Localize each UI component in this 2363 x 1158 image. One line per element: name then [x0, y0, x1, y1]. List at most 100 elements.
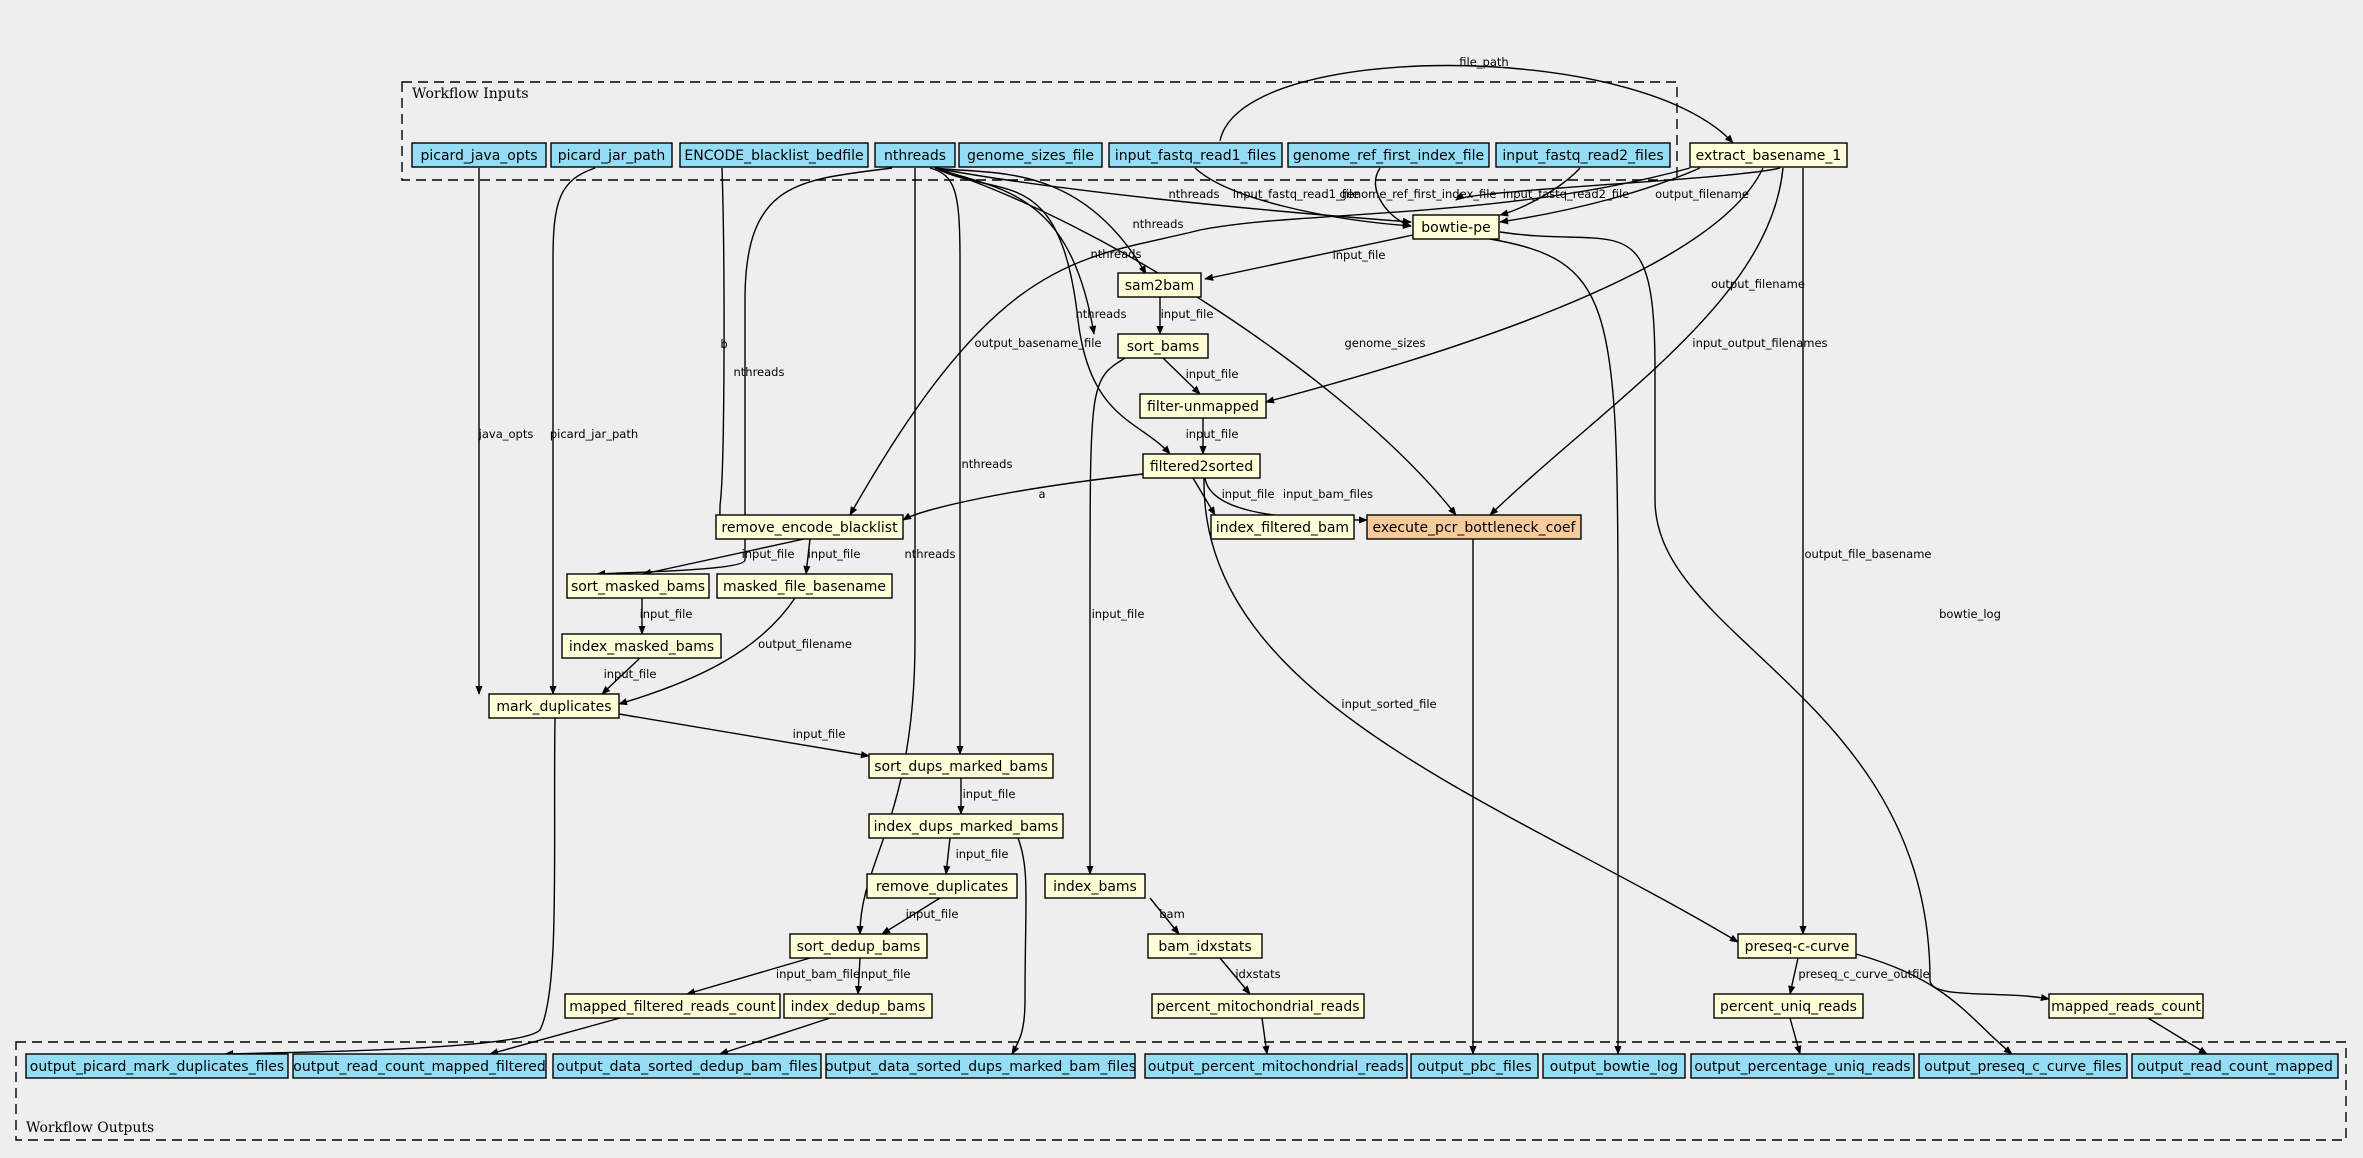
node-nthreads[interactable]: nthreads	[874, 142, 956, 168]
node-output-picard-mark-duplicates-files[interactable]: output_picard_mark_duplicates_files	[25, 1053, 289, 1079]
node-label-bam-idxstats: bam_idxstats	[1158, 939, 1251, 955]
node-output-data-sorted-dups-marked-bam-files[interactable]: output_data_sorted_dups_marked_bam_files	[825, 1053, 1136, 1079]
node-box-extract-basename-1[interactable]	[1689, 142, 1848, 168]
node-box-sort-dups-marked-bams[interactable]	[868, 753, 1054, 779]
node-percent-uniq-reads[interactable]: percent_uniq_reads	[1713, 993, 1864, 1019]
node-sort-dedup-bams[interactable]: sort_dedup_bams	[789, 933, 928, 959]
node-output-percentage-uniq-reads[interactable]: output_percentage_uniq_reads	[1690, 1053, 1915, 1079]
node-box-output-bowtie-log[interactable]	[1542, 1053, 1686, 1079]
node-box-output-pbc-files[interactable]	[1410, 1053, 1539, 1079]
node-box-percent-mitochondrial-reads[interactable]	[1151, 993, 1365, 1019]
edge-label-nthreads: nthreads	[1091, 247, 1142, 261]
node-sort-bams[interactable]: sort_bams	[1117, 333, 1209, 359]
node-box-remove-encode-blacklist[interactable]	[715, 514, 904, 540]
node-percent-mitochondrial-reads[interactable]: percent_mitochondrial_reads	[1151, 993, 1365, 1019]
node-sort-masked-bams[interactable]: sort_masked_bams	[566, 573, 710, 599]
node-box-output-preseq-c-curve-files[interactable]	[1918, 1053, 2128, 1079]
node-mapped-filtered-reads-count[interactable]: mapped_filtered_reads_count	[564, 993, 781, 1019]
node-bowtie-pe[interactable]: bowtie-pe	[1412, 214, 1500, 240]
node-label-masked-file-basename: masked_file_basename	[723, 579, 886, 595]
node-input-fastq-read2-files[interactable]: input_fastq_read2_files	[1495, 142, 1671, 168]
node-bam-idxstats[interactable]: bam_idxstats	[1147, 933, 1263, 959]
node-box-sort-dedup-bams[interactable]	[789, 933, 928, 959]
node-box-input-fastq-read1-files[interactable]	[1108, 142, 1283, 168]
node-box-percent-uniq-reads[interactable]	[1713, 993, 1864, 1019]
node-box-output-percent-mitochondrial-reads[interactable]	[1144, 1053, 1408, 1079]
node-extract-basename-1[interactable]: extract_basename_1	[1689, 142, 1848, 168]
node-masked-file-basename[interactable]: masked_file_basename	[716, 573, 893, 599]
node-box-bowtie-pe[interactable]	[1412, 214, 1500, 240]
node-sort-dups-marked-bams[interactable]: sort_dups_marked_bams	[868, 753, 1054, 779]
node-box-output-read-count-mapped-filtered[interactable]	[292, 1053, 547, 1079]
edge-label-input-file: input_file	[604, 667, 657, 681]
node-box-remove-duplicates[interactable]	[866, 873, 1018, 899]
node-output-pbc-files[interactable]: output_pbc_files	[1410, 1053, 1539, 1079]
node-box-output-percentage-uniq-reads[interactable]	[1690, 1053, 1915, 1079]
node-box-sam2bam[interactable]	[1117, 272, 1202, 298]
node-box-index-bams[interactable]	[1044, 873, 1146, 899]
node-box-index-dups-marked-bams[interactable]	[868, 813, 1064, 839]
node-sam2bam[interactable]: sam2bam	[1117, 272, 1202, 298]
edge-input-file	[601, 657, 641, 695]
node-box-output-read-count-mapped[interactable]	[2131, 1053, 2339, 1079]
edge-label-idxstats: idxstats	[1235, 967, 1280, 981]
node-box-output-data-sorted-dedup-bam-files[interactable]	[552, 1053, 822, 1079]
node-box-input-fastq-read2-files[interactable]	[1495, 142, 1671, 168]
edge-label-input-file: input_file	[1333, 248, 1386, 262]
node-output-data-sorted-dedup-bam-files[interactable]: output_data_sorted_dedup_bam_files	[552, 1053, 822, 1079]
node-box-index-filtered-bam[interactable]	[1210, 514, 1355, 540]
node-box-mark-duplicates[interactable]	[488, 693, 620, 719]
node-remove-duplicates[interactable]: remove_duplicates	[866, 873, 1018, 899]
node-box-mapped-reads-count[interactable]	[2048, 993, 2204, 1019]
node-box-masked-file-basename[interactable]	[716, 573, 893, 599]
node-box-output-picard-mark-duplicates-files[interactable]	[25, 1053, 289, 1079]
node-label-output-picard-mark-duplicates-files: output_picard_mark_duplicates_files	[30, 1059, 284, 1075]
node-index-dups-marked-bams[interactable]: index_dups_marked_bams	[868, 813, 1064, 839]
node-box-filter-unmapped[interactable]	[1139, 393, 1267, 419]
edge-label-nthreads: nthreads	[905, 547, 956, 561]
node-box-picard-java-opts[interactable]	[411, 142, 547, 168]
node-output-preseq-c-curve-files[interactable]: output_preseq_c_curve_files	[1918, 1053, 2128, 1079]
node-output-bowtie-log[interactable]: output_bowtie_log	[1542, 1053, 1686, 1079]
edge-20	[1489, 238, 1622, 1055]
node-label-picard-jar-path: picard_jar_path	[558, 148, 666, 164]
node-mapped-reads-count[interactable]: mapped_reads_count	[2048, 993, 2204, 1019]
node-box-preseq-c-curve[interactable]	[1737, 933, 1857, 959]
node-box-encode-blacklist-bedfile[interactable]	[679, 142, 869, 168]
node-encode-blacklist-bedfile[interactable]: ENCODE_blacklist_bedfile	[679, 142, 869, 168]
node-remove-encode-blacklist[interactable]: remove_encode_blacklist	[715, 514, 904, 540]
node-filter-unmapped[interactable]: filter-unmapped	[1139, 393, 1267, 419]
node-output-read-count-mapped[interactable]: output_read_count_mapped	[2131, 1053, 2339, 1079]
node-filtered2sorted[interactable]: filtered2sorted	[1142, 453, 1261, 479]
node-box-bam-idxstats[interactable]	[1147, 933, 1263, 959]
node-index-bams[interactable]: index_bams	[1044, 873, 1146, 899]
edge-nthreads	[934, 167, 1171, 455]
node-genome-sizes-file[interactable]: genome_sizes_file	[958, 142, 1103, 168]
node-execute-pcr-bottleneck-coef[interactable]: execute_pcr_bottleneck_coef	[1366, 514, 1582, 540]
node-picard-jar-path[interactable]: picard_jar_path	[550, 142, 673, 168]
node-genome-ref-first-index-file[interactable]: genome_ref_first_index_file	[1287, 142, 1490, 168]
node-box-nthreads[interactable]	[874, 142, 956, 168]
node-preseq-c-curve[interactable]: preseq-c-curve	[1737, 933, 1857, 959]
node-picard-java-opts[interactable]: picard_java_opts	[411, 142, 547, 168]
node-box-sort-bams[interactable]	[1117, 333, 1209, 359]
node-box-index-dedup-bams[interactable]	[783, 993, 933, 1019]
node-box-sort-masked-bams[interactable]	[566, 573, 710, 599]
node-input-fastq-read1-files[interactable]: input_fastq_read1_files	[1108, 142, 1283, 168]
node-index-masked-bams[interactable]: index_masked_bams	[561, 633, 722, 659]
node-box-filtered2sorted[interactable]	[1142, 453, 1261, 479]
node-box-execute-pcr-bottleneck-coef[interactable]	[1366, 514, 1582, 540]
node-label-sort-dedup-bams: sort_dedup_bams	[797, 939, 921, 955]
node-mark-duplicates[interactable]: mark_duplicates	[488, 693, 620, 719]
node-index-dedup-bams[interactable]: index_dedup_bams	[783, 993, 933, 1019]
node-box-genome-sizes-file[interactable]	[958, 142, 1103, 168]
node-output-read-count-mapped-filtered[interactable]: output_read_count_mapped_filtered	[292, 1053, 547, 1079]
node-output-percent-mitochondrial-reads[interactable]: output_percent_mitochondrial_reads	[1144, 1053, 1408, 1079]
node-box-mapped-filtered-reads-count[interactable]	[564, 993, 781, 1019]
node-box-picard-jar-path[interactable]	[550, 142, 673, 168]
node-box-index-masked-bams[interactable]	[561, 633, 722, 659]
node-box-genome-ref-first-index-file[interactable]	[1287, 142, 1490, 168]
node-label-index-bams: index_bams	[1053, 879, 1137, 895]
node-box-output-data-sorted-dups-marked-bam-files[interactable]	[825, 1053, 1136, 1079]
node-index-filtered-bam[interactable]: index_filtered_bam	[1210, 514, 1355, 540]
